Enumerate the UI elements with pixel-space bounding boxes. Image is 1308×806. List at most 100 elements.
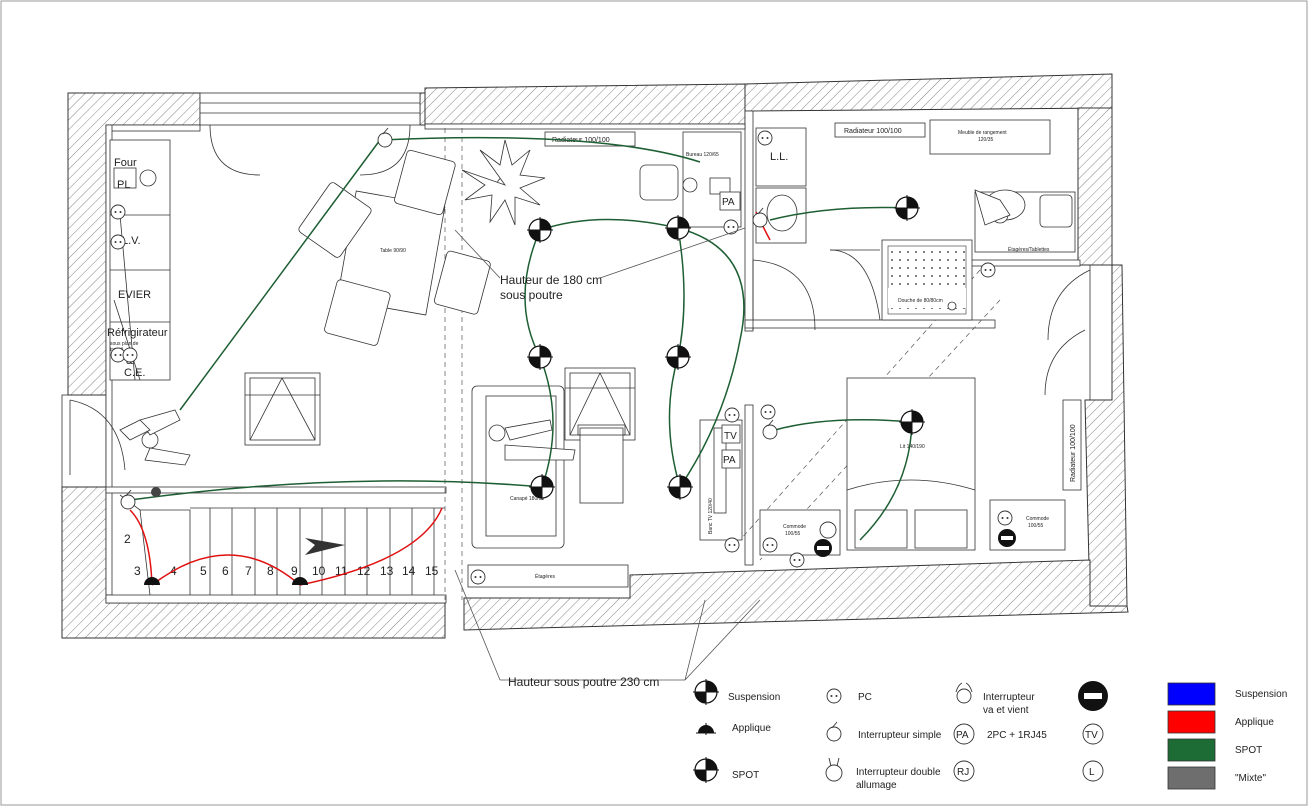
stair-number: 12 <box>357 564 371 578</box>
two-way-switch-icon <box>955 682 973 704</box>
window-top <box>199 92 421 176</box>
spot-icon <box>526 343 554 371</box>
legend-pc: PC <box>858 692 872 703</box>
stair-number: 3 <box>134 564 141 578</box>
rj-icon <box>953 760 975 782</box>
radiateur-right: Radiateur 100/100 <box>1062 399 1082 491</box>
banc-tv-label: Banc TV 120/40 <box>708 498 714 534</box>
tv-bench: Banc TV 120/40 TV PA <box>699 407 743 553</box>
plant <box>461 139 546 226</box>
stair-number: 5 <box>200 564 207 578</box>
applique-color-swatch <box>1167 710 1216 734</box>
spot-wiring <box>129 136 913 541</box>
bottom-shelves: Étagères <box>467 564 629 588</box>
kitchen-outlet-icon <box>110 234 126 250</box>
radiateur-top-left: Radiateur 100/100 <box>544 131 636 147</box>
spot-icon <box>526 216 554 244</box>
meuble-label: Meuble de rangement <box>958 130 1007 136</box>
switch-icon <box>377 127 393 148</box>
refrigerateur-label: Réfrigirateur <box>107 327 168 339</box>
stair-number: 6 <box>222 564 229 578</box>
outlet-icon <box>757 130 773 146</box>
spot-icon <box>893 194 921 222</box>
outlet-icon <box>470 569 486 585</box>
stair-number: 14 <box>402 564 416 578</box>
stair-number: 10 <box>312 564 326 578</box>
stair-number: 15 <box>425 564 439 578</box>
tv-marker: TV <box>724 431 737 442</box>
suspension-color-swatch <box>1167 682 1216 706</box>
legend-interrupteur-double-1: Interrupteur double <box>856 767 941 778</box>
color-legend: Suspension Applique SPOT "Mixte" <box>1167 682 1287 790</box>
lit-label: Lit 140/190 <box>900 444 925 450</box>
outlet-icon <box>997 510 1013 526</box>
douche-label: Douche de 80/80cm <box>898 298 943 304</box>
simple-switch-icon <box>826 721 842 742</box>
legend-va-vient-1: Interrupteur <box>983 692 1035 703</box>
entry-door <box>69 399 126 475</box>
legend-applique: Applique <box>732 723 771 734</box>
stair-number: 13 <box>380 564 394 578</box>
spot-icon <box>664 343 692 371</box>
color-legend-mixte: "Mixte" <box>1235 773 1266 784</box>
etageres-tablettes-label: Étagères/Tablettes <box>1008 246 1050 253</box>
outlet-icon <box>723 219 739 235</box>
pl-label: PL <box>117 179 130 191</box>
legend-spot: SPOT <box>732 770 759 781</box>
commode-right-label: Commode <box>1026 516 1049 522</box>
pa-top-marker: PA <box>722 197 735 208</box>
hauteur-180-line2: sous poutre <box>500 288 563 302</box>
kitchen: Four PL L.V. EVIER Réfrigirateur sous pl… <box>107 139 171 381</box>
ll-label: L.L. <box>770 151 788 163</box>
table-label: Table 90/90 <box>380 248 406 254</box>
outlet-icon <box>762 537 778 553</box>
color-legend-suspension: Suspension <box>1235 689 1287 700</box>
legend-suspension: Suspension <box>728 692 780 703</box>
outlet-icon <box>789 552 805 568</box>
spot-icon <box>692 756 720 784</box>
outlet-icon <box>760 404 776 420</box>
lv-label: L.V. <box>122 235 141 247</box>
plan-switches <box>120 127 1016 568</box>
switch-icon <box>762 419 778 440</box>
meuble-dim-label: 120/35 <box>978 137 994 143</box>
person-sofa <box>488 419 576 461</box>
legend-tv: TV <box>1085 730 1098 741</box>
canape-label: Canapé 180/90 <box>510 496 544 502</box>
double-switch-icon <box>825 757 843 782</box>
stair-number: 8 <box>267 564 274 578</box>
outlet-icon <box>980 262 996 278</box>
desk: Bureau 120/65 PA <box>639 131 742 235</box>
legend-interrupteur-simple: Interrupteur simple <box>858 730 942 741</box>
bureau-label: Bureau 120/65 <box>686 152 719 158</box>
evier-label: EVIER <box>118 289 151 301</box>
dining-table: Table 90/90 <box>298 149 491 346</box>
kitchen-outlet-icon <box>122 347 138 363</box>
legend-pa: PA <box>956 730 969 741</box>
doors-right <box>752 259 1091 400</box>
skylight-left <box>244 372 321 446</box>
radiateur-top-right-label: Radiateur 100/100 <box>844 128 902 135</box>
stair-number: 2 <box>124 532 131 546</box>
people <box>119 189 1011 466</box>
applique-lights <box>144 487 308 585</box>
mixte-color-swatch <box>1167 766 1216 790</box>
pa-icon <box>953 723 975 745</box>
stair-number: 7 <box>245 564 252 578</box>
interior-walls <box>105 110 1081 604</box>
commode-right-dim: 100/55 <box>1028 523 1044 529</box>
staircase <box>119 494 445 596</box>
stairs-arrow-icon <box>305 538 345 555</box>
hauteur-230-label: Hauteur sous poutre 230 cm <box>508 675 659 689</box>
color-legend-applique: Applique <box>1235 717 1274 728</box>
commode-left-dim: 100/55 <box>785 531 801 537</box>
legend-pa-desc: 2PC + 1RJ45 <box>987 730 1047 741</box>
annotation-leaders <box>454 227 761 681</box>
four-label: Four <box>114 157 137 169</box>
spot-icon <box>666 473 694 501</box>
hauteur-180-line1: Hauteur de 180 cm <box>500 273 602 287</box>
tv-icon <box>1082 723 1104 745</box>
radiateur-right-label: Radiateur 100/100 <box>1070 424 1077 482</box>
